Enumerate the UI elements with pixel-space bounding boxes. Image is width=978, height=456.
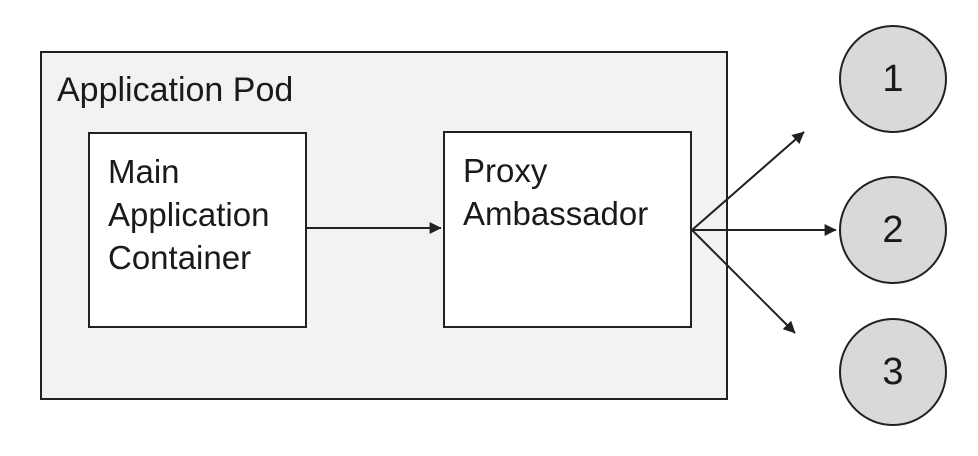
endpoint-3-label: 3 (882, 350, 904, 393)
main-application-container-node: Main Application Container (88, 132, 307, 328)
application-pod-label: Application Pod (57, 71, 294, 109)
main-application-container-label: Main Application Container (108, 153, 270, 276)
endpoint-circle-2: 2 (839, 176, 947, 284)
endpoint-circle-1: 1 (839, 25, 947, 133)
proxy-ambassador-label: Proxy Ambassador (463, 152, 649, 232)
proxy-ambassador-node: Proxy Ambassador (443, 131, 692, 328)
endpoint-circle-3: 3 (839, 318, 947, 426)
endpoint-2-label: 2 (882, 208, 904, 251)
endpoint-1-label: 1 (882, 57, 904, 100)
